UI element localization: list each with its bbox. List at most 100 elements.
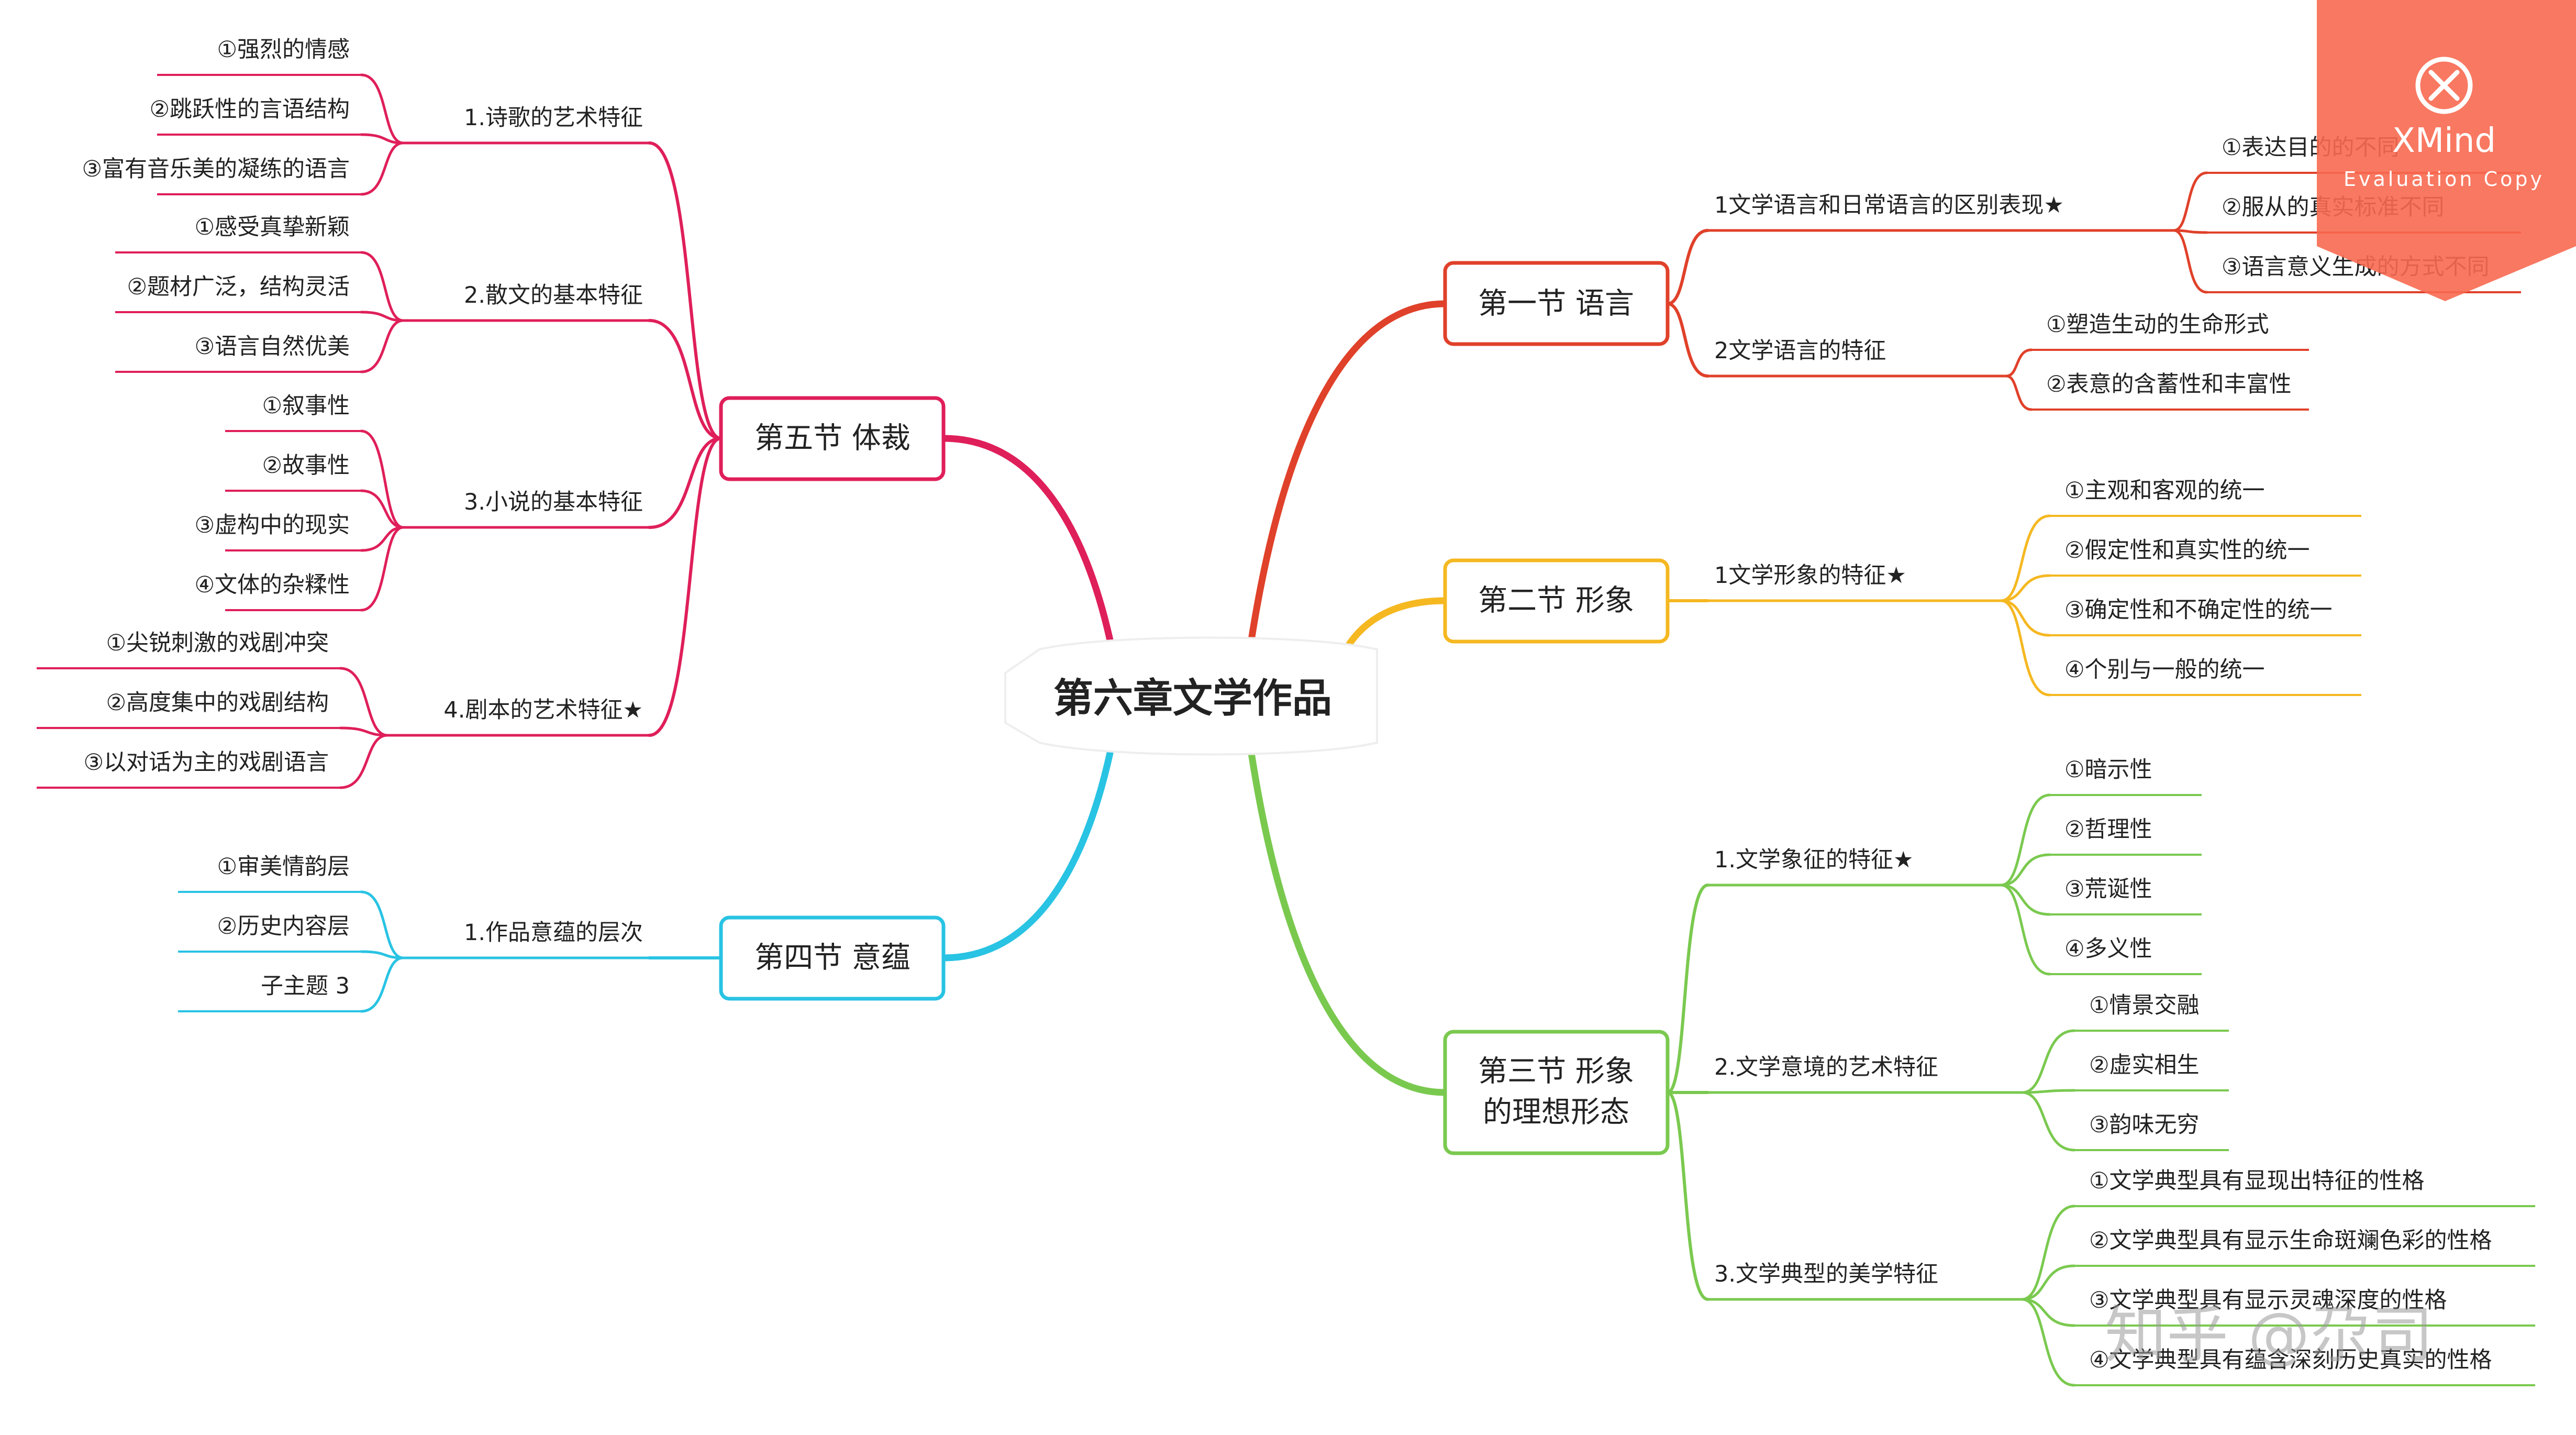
branch-line-language [1248, 300, 1449, 644]
main-topic-language[interactable]: 第一节 语言 [1443, 261, 1670, 346]
leaf-topic[interactable]: ①尖锐刺激的戏剧冲突 [106, 630, 329, 656]
edge-genre-leaf [339, 667, 389, 737]
edge-genre-leaf [360, 251, 405, 322]
edge-language-leaf [2172, 171, 2208, 232]
main-topic-ideal[interactable]: 第三节 形象 的理想形态 [1443, 1030, 1670, 1155]
edge-genre-leaf [360, 526, 405, 612]
edge-genre-leaf [360, 73, 405, 145]
main-topic-label: 第二节 形象 [1478, 584, 1634, 618]
watermark-ribbon [2317, 0, 2576, 301]
edge-ideal-leaf [2020, 1298, 2076, 1387]
leaf-topic[interactable]: ③以对话为主的戏剧语言 [83, 749, 329, 776]
leaf-topic[interactable]: ③富有音乐美的凝练的语言 [82, 156, 350, 182]
leaf-topic[interactable]: ②假定性和真实性的统一 [2064, 537, 2310, 564]
edge-meaning-leaf [360, 950, 405, 959]
central-topic[interactable]: 第六章文学作品 [1004, 636, 1378, 756]
connector-lines [339, 73, 2208, 1387]
leaf-topic[interactable]: ②哲理性 [2064, 816, 2152, 843]
edge-genre-leaf [360, 311, 405, 322]
branch-line-ideal [1248, 749, 1449, 1096]
main-topic-box [719, 396, 946, 481]
leaf-topic[interactable]: ②跳跃性的言语结构 [149, 96, 350, 123]
subtopic-ideal[interactable]: 2.文学意境的艺术特征 [1714, 1054, 1938, 1080]
leaf-topic[interactable]: 子主题 3 [261, 973, 350, 999]
subtopic-language[interactable]: 1文学语言和日常语言的区别表现★ [1714, 192, 2064, 218]
edge-language-leaf [2005, 374, 2033, 411]
edge-ideal-leaf [2020, 1205, 2076, 1301]
subtopic-genre[interactable]: 1.诗歌的艺术特征 [464, 105, 643, 131]
subtopic-ideal[interactable]: 1.文学象征的特征★ [1714, 847, 1914, 873]
leaf-topic[interactable]: ②题材广泛，结构灵活 [127, 274, 350, 300]
leaf-topic[interactable]: ③确定性和不确定性的统一 [2064, 597, 2333, 623]
main-topic-label-line2: 的理想形态 [1483, 1096, 1629, 1130]
close-x-icon[interactable] [2415, 57, 2473, 114]
edge-image-leaf [2000, 599, 2051, 697]
close-x-icon-cross [2428, 70, 2460, 101]
subtopic-meaning[interactable]: 1.作品意蕴的层次 [464, 920, 643, 946]
leaf-topic[interactable]: ①情景交融 [2089, 992, 2200, 1019]
subtopic-ideal[interactable]: 3.文学典型的美学特征 [1714, 1261, 1938, 1287]
leaf-topic[interactable]: ①感受真挚新颖 [194, 214, 350, 240]
leaf-topic[interactable]: ③虚构中的现实 [194, 512, 350, 538]
edge-ideal-leaf [2020, 1089, 2076, 1094]
leaf-topic[interactable]: ③文学典型具有显示灵魂深度的性格 [2089, 1287, 2447, 1313]
topic-labels: 1文学语言和日常语言的区别表现★①表达目的的不同②服从的真实标准不同③语言意义生… [82, 37, 2492, 1373]
leaf-topic[interactable]: ③语言自然优美 [194, 334, 350, 360]
leaf-topic[interactable]: ②历史内容层 [217, 913, 350, 940]
leaf-topic[interactable]: ④多义性 [2064, 936, 2152, 962]
edge-genre-leaf [360, 319, 405, 373]
leaf-topic[interactable]: ②高度集中的戏剧结构 [106, 690, 329, 716]
edge-genre-leaf [360, 526, 405, 552]
main-topic-image[interactable]: 第二节 形象 [1443, 558, 1670, 644]
subtopic-genre[interactable]: 2.散文的基本特征 [464, 282, 643, 308]
subtopic-language[interactable]: 2文学语言的特征 [1714, 338, 1886, 364]
credit-watermark: 知乎 @尕司 [2105, 1299, 2434, 1371]
leaf-topic[interactable]: ②文学典型具有显示生命斑斓色彩的性格 [2089, 1228, 2492, 1254]
leaf-topic[interactable]: ①文学典型具有显现出特征的性格 [2089, 1168, 2425, 1194]
main-topic-label: 第一节 语言 [1478, 287, 1634, 321]
leaf-topic[interactable]: ①塑造生动的生命形式 [2046, 312, 2269, 338]
edge-genre-sub [648, 141, 723, 440]
main-topic-box [1443, 558, 1670, 644]
main-topic-genre[interactable]: 第五节 体裁 [719, 396, 946, 481]
leaf-topic[interactable]: ④文学典型具有蕴含深刻历史真实的性格 [2089, 1347, 2492, 1373]
edge-ideal-leaf [2020, 1091, 2076, 1152]
leaf-topic[interactable]: ②虚实相生 [2089, 1052, 2200, 1078]
subtopic-genre[interactable]: 4.剧本的艺术特征★ [443, 697, 643, 723]
leaf-topic[interactable]: ①暗示性 [2064, 757, 2152, 783]
leaf-topic[interactable]: ②故事性 [262, 452, 350, 479]
edge-image-leaf [2000, 574, 2051, 602]
leaf-topic[interactable]: ④文体的杂糅性 [194, 572, 350, 598]
edge-image-leaf [2000, 514, 2051, 602]
subtopic-image[interactable]: 1文学形象的特征★ [1714, 562, 1906, 589]
central-topic-shape [1004, 636, 1378, 756]
subtopic-genre[interactable]: 3.小说的基本特征 [464, 489, 643, 515]
edge-genre-sub [648, 319, 723, 440]
main-topic-meaning[interactable]: 第四节 意蕴 [719, 915, 946, 1001]
edge-genre-leaf [360, 133, 405, 145]
edge-genre-sub [648, 437, 723, 737]
main-topic-label: 第四节 意蕴 [754, 941, 911, 975]
edge-ideal-leaf [2020, 1029, 2076, 1094]
edge-genre-sub [648, 437, 723, 529]
leaf-topic[interactable]: ③荒诞性 [2064, 876, 2152, 902]
edge-language-leaf [2172, 229, 2208, 234]
leaf-topic[interactable]: ③韵味无穷 [2089, 1112, 2200, 1138]
edge-meaning-leaf [360, 890, 405, 959]
edge-language-sub [1666, 302, 1709, 378]
leaf-topic[interactable]: ①主观和客观的统一 [2064, 478, 2265, 504]
topic-underlines [37, 74, 2535, 1386]
edge-genre-leaf [339, 726, 389, 737]
main-topic-label-line1: 第三节 形象 [1478, 1055, 1634, 1089]
leaf-topic[interactable]: ①强烈的情感 [217, 37, 350, 63]
leaf-topic[interactable]: ②表意的含蓄性和丰富性 [2046, 371, 2292, 398]
leaf-topic[interactable]: ①叙事性 [262, 393, 350, 419]
leaf-topic[interactable]: ①审美情韵层 [217, 854, 350, 880]
edge-language-leaf [2172, 229, 2208, 294]
watermark-edition: Evaluation Copy [2344, 168, 2545, 191]
leaf-topic[interactable]: ④个别与一般的统一 [2064, 657, 2265, 683]
main-topic-label: 第五节 体裁 [754, 422, 911, 456]
edge-genre-leaf [360, 489, 405, 529]
edge-ideal-sub [1666, 884, 1709, 1094]
